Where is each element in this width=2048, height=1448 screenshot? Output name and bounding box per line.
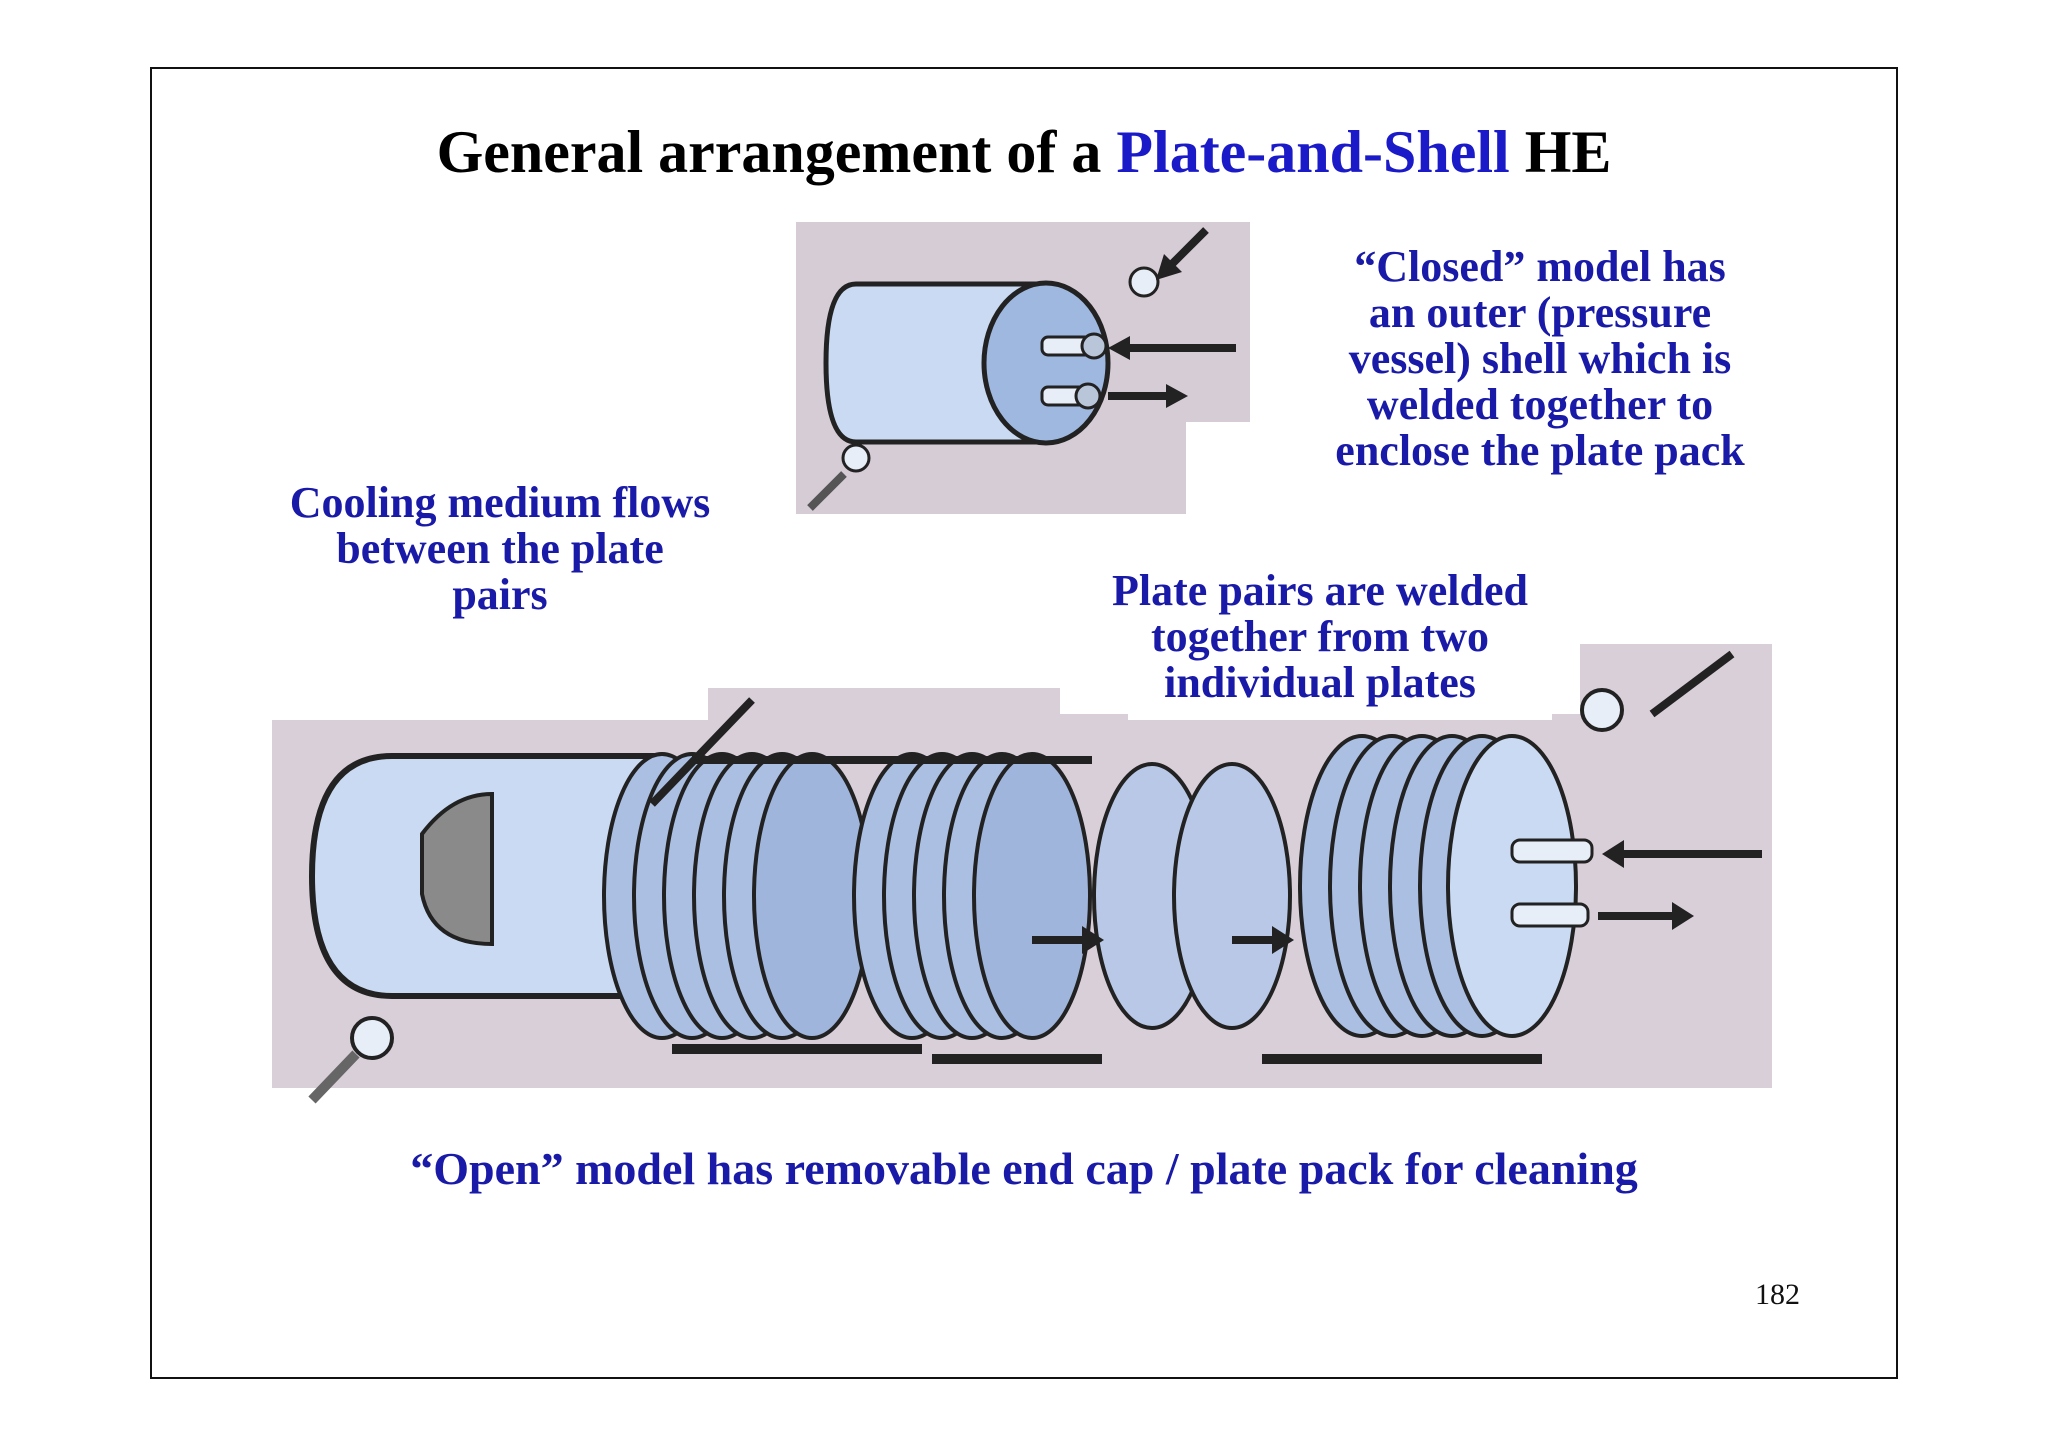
closed-model-note: “Closed” model has an outer (pressure ve… xyxy=(1280,244,1800,474)
plate-pairs-note: Plate pairs are welded together from two… xyxy=(1060,568,1580,714)
note-line: an outer (pressure xyxy=(1368,288,1712,337)
note-line: Cooling medium flows xyxy=(289,478,711,527)
slide-title: General arrangement of a Plate-and-Shell… xyxy=(0,116,2048,188)
note-line: welded together to xyxy=(1366,380,1714,429)
note-line: together from two xyxy=(1150,612,1490,661)
closed-model-illustration xyxy=(796,222,1250,514)
title-prefix: General arrangement of a xyxy=(436,119,1117,185)
page-number: 182 xyxy=(1755,1278,1800,1311)
note-line: pairs xyxy=(452,570,548,619)
note-line: enclose the plate pack xyxy=(1335,426,1745,475)
note-line: “Closed” model has xyxy=(1354,242,1726,291)
cooling-medium-note: Cooling medium flows between the plate p… xyxy=(240,480,760,618)
open-model-caption: “Open” model has removable end cap / pla… xyxy=(410,1143,1638,1194)
note-line: between the plate xyxy=(336,524,664,573)
note-line: Plate pairs are welded xyxy=(1112,566,1528,615)
title-accent: Plate-and-Shell xyxy=(1116,119,1510,185)
note-line: individual plates xyxy=(1164,658,1476,707)
note-line: vessel) shell which is xyxy=(1348,334,1732,383)
open-model-illustration xyxy=(272,644,1772,1104)
title-suffix: HE xyxy=(1509,119,1612,185)
